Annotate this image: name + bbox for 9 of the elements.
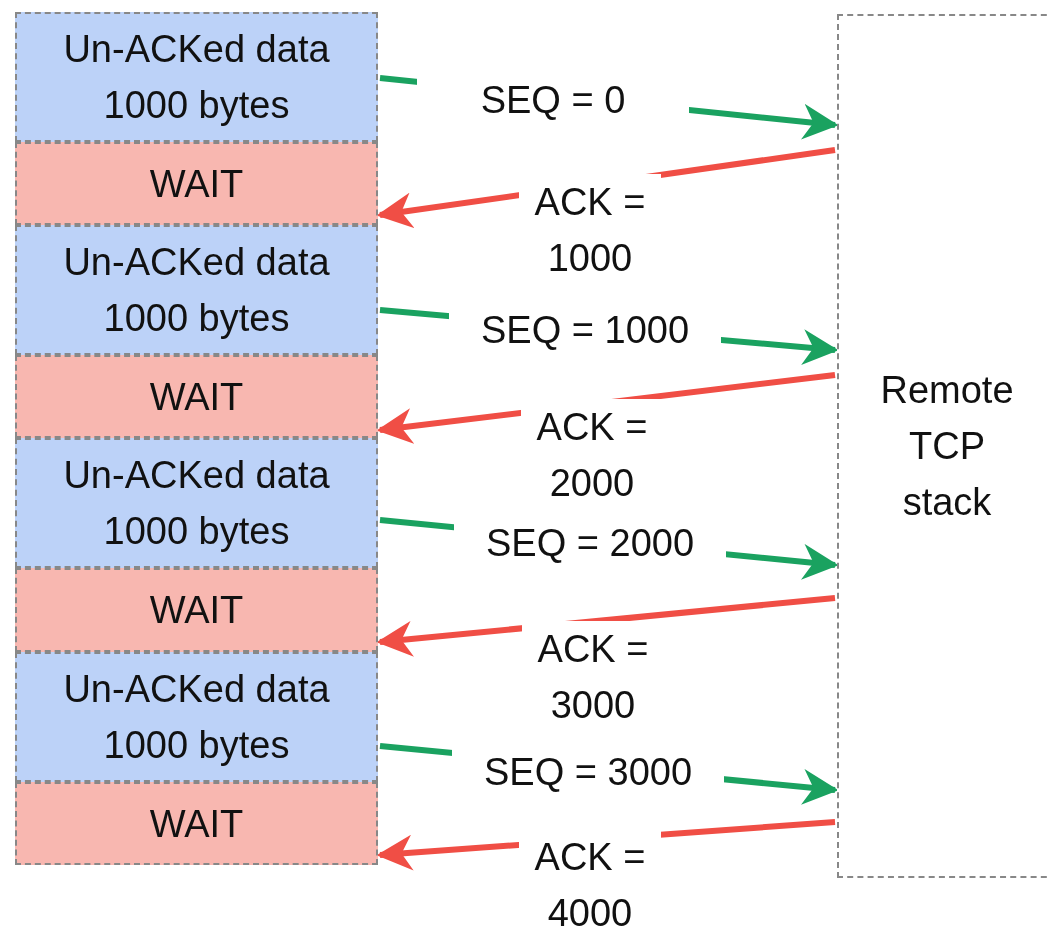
data-block: Un-ACKed data 1000 bytes — [15, 12, 378, 142]
data-block: Un-ACKed data 1000 bytes — [15, 438, 378, 568]
data-block: Un-ACKed data 1000 bytes — [15, 225, 378, 355]
wait-block: WAIT — [15, 782, 378, 865]
data-block: Un-ACKed data 1000 bytes — [15, 652, 378, 782]
wait-block: WAIT — [15, 142, 378, 225]
wait-block: WAIT — [15, 568, 378, 652]
remote-box: Remote TCP stack — [837, 14, 1048, 878]
wait-block: WAIT — [15, 355, 378, 438]
